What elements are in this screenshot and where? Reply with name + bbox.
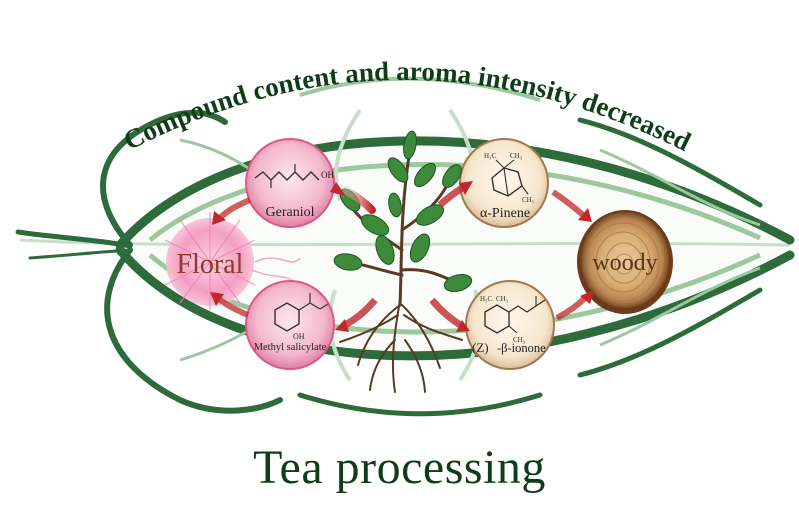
methyl-salicylate-name: Methyl salicylate <box>254 342 327 353</box>
beta-ionone-ch3-left: H₃C <box>480 295 492 303</box>
beta-ionone-ch3-bottom: CH₃ <box>513 336 526 344</box>
arrow-methyl-salicylate-to-floral <box>210 292 250 318</box>
alpha-pinene-ch3-bottom: CH₃ <box>522 196 535 204</box>
methyl-salicylate-circle <box>245 280 335 370</box>
tea-processing-title: Tea processing <box>253 441 546 494</box>
geraniol-structure <box>254 171 320 181</box>
tea-plant <box>333 130 473 393</box>
alpha-pinene-ch3-top-right: CH₃ <box>510 152 523 160</box>
arrow-plant-to-alpha-pinene <box>437 181 473 208</box>
beta-ionone-ch3-right: CH₃ <box>496 295 509 303</box>
wood-slice <box>577 210 673 314</box>
methyl-salicylate-oh-label: OH <box>293 332 305 341</box>
process-arrows <box>210 181 594 332</box>
arrow-plant-to-beta-ionone <box>429 297 470 332</box>
alpha-pinene-name: α-Pinene <box>480 206 530 221</box>
beta-ionone-prefix: (Z) <box>472 340 489 355</box>
beta-ionone-circle <box>465 280 555 370</box>
arrow-alpha-pinene-to-woody <box>551 189 592 222</box>
floral-flower <box>164 212 301 310</box>
alpha-pinene-ch3-top-left: H₃C <box>484 152 496 160</box>
arrow-beta-ionone-to-woody <box>555 290 594 321</box>
beta-ionone-name: -β-ionone <box>497 341 546 355</box>
geraniol-circle <box>245 138 335 228</box>
geraniol-name: Geraniol <box>266 205 315 220</box>
arrow-geraniol-to-floral <box>212 197 252 225</box>
woody-label: woody <box>592 250 657 276</box>
arrow-plant-to-methyl-salicylate <box>335 297 378 332</box>
floral-label: Floral <box>177 249 244 280</box>
methyl-salicylate-ring <box>274 302 300 332</box>
arrow-plant-to-geraniol <box>330 182 376 214</box>
geraniol-oh-label: OH <box>321 170 334 180</box>
